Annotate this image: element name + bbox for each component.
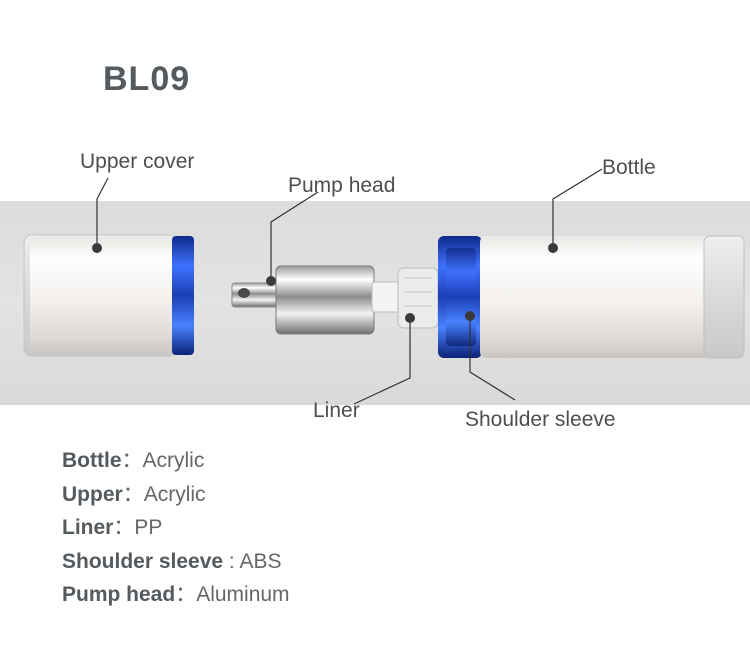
bottle-marker bbox=[548, 243, 558, 253]
spec-separator: ： bbox=[175, 583, 197, 606]
spec-separator: : bbox=[223, 549, 240, 573]
pump-head-marker bbox=[266, 276, 276, 286]
spec-separator: ： bbox=[121, 449, 143, 472]
callout-liner: Liner bbox=[313, 399, 360, 422]
spec-row-bottle: Bottle：Acrylic bbox=[62, 444, 290, 478]
spec-value: ABS bbox=[239, 549, 282, 573]
spec-value: Acrylic bbox=[142, 449, 205, 472]
pump-head-part bbox=[231, 265, 401, 335]
callout-shoulder-sleeve: Shoulder sleeve bbox=[465, 408, 616, 431]
spec-key: Upper bbox=[62, 482, 123, 506]
upper-cover-part bbox=[23, 234, 194, 357]
spec-row-shoulder-sleeve: Shoulder sleeve : ABS bbox=[62, 545, 290, 579]
spec-row-pump-head: Pump head：Aluminum bbox=[62, 578, 290, 612]
liner-part bbox=[397, 267, 439, 329]
spec-value: Acrylic bbox=[143, 482, 206, 506]
callout-pump-head: Pump head bbox=[288, 174, 396, 197]
liner-marker bbox=[405, 313, 415, 323]
spec-key: Shoulder sleeve bbox=[62, 549, 224, 573]
upper-cover-marker bbox=[92, 243, 102, 253]
spec-key: Pump head bbox=[62, 583, 176, 606]
spec-key: Bottle bbox=[62, 449, 122, 472]
callout-bottle: Bottle bbox=[602, 156, 656, 179]
spec-separator: ： bbox=[122, 482, 144, 506]
material-spec-list: Bottle：Acrylic Upper：Acrylic Liner：PP Sh… bbox=[62, 444, 290, 612]
bottle-part bbox=[438, 235, 745, 359]
spec-key: Liner bbox=[62, 516, 114, 539]
callout-upper-cover: Upper cover bbox=[80, 150, 195, 173]
product-title: BL09 bbox=[103, 60, 191, 98]
spec-row-liner: Liner：PP bbox=[62, 511, 290, 545]
spec-value: PP bbox=[134, 516, 163, 539]
spec-row-upper: Upper：Acrylic bbox=[62, 478, 290, 512]
spec-value: Aluminum bbox=[196, 583, 290, 606]
shoulder-sleeve-marker bbox=[465, 311, 475, 321]
spec-separator: ： bbox=[113, 516, 135, 539]
callout-lines bbox=[96, 168, 603, 405]
